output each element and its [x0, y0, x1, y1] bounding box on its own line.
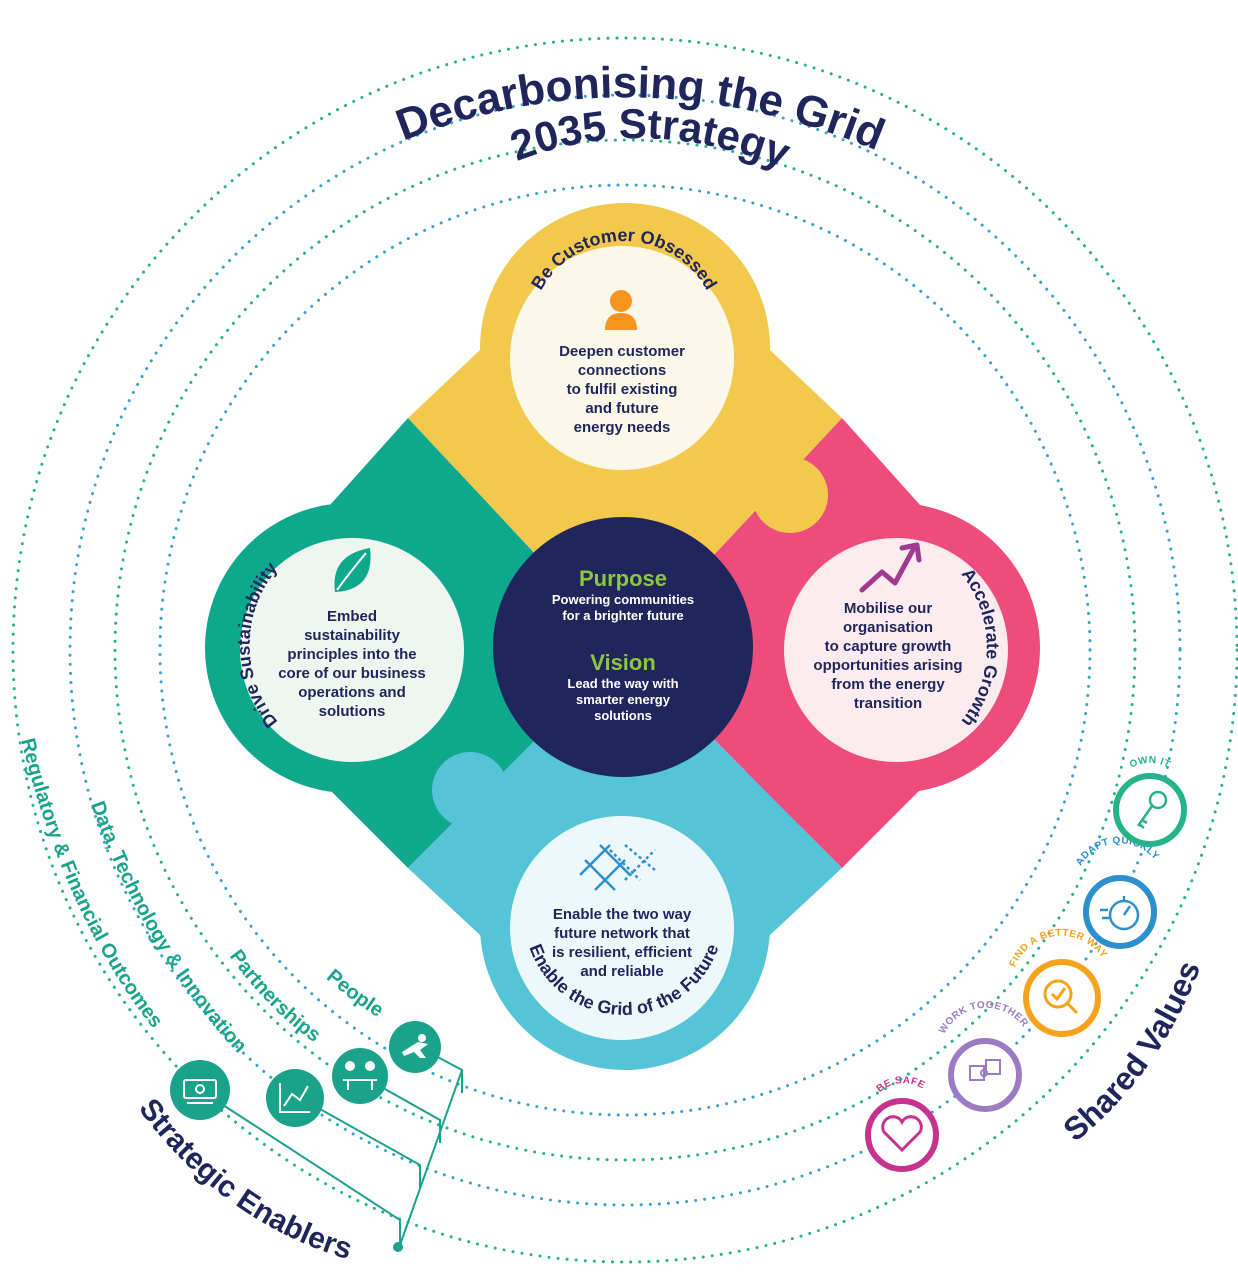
right-panel	[784, 538, 1008, 762]
person-icon	[605, 290, 637, 330]
value-find-better-way: FIND A BETTER WAY	[1008, 928, 1109, 1037]
enabler-regulatory-label: Regulatory & Financial Outcomes	[16, 736, 167, 1032]
purpose-line-1: Powering communities	[552, 592, 694, 607]
dotted-rings	[11, 36, 1238, 1264]
center-circle	[493, 517, 753, 777]
top-panel	[510, 246, 734, 470]
pillar-top-line: energy needs	[574, 419, 671, 436]
purpose-line-2: for a brighter future	[562, 608, 683, 623]
meeting-icon	[343, 1061, 377, 1090]
pillar-top-line: Deepen customer	[559, 343, 685, 360]
bottom-panel	[510, 816, 734, 1040]
bottom-knob	[432, 752, 508, 828]
purpose-heading: Purpose	[579, 566, 667, 591]
ring-3	[113, 138, 1137, 1162]
pillar-right-line: from the energy	[831, 676, 945, 693]
top-knob	[752, 457, 828, 533]
pillar-left-line: core of our business	[278, 665, 426, 682]
pillar-left-line: Embed	[327, 608, 377, 625]
ring-4	[158, 183, 1092, 1117]
pillar-right-line: to capture growth	[825, 638, 952, 655]
puzzle-icon	[969, 1059, 1001, 1081]
value-work-together: WORK TOGETHER	[937, 1000, 1030, 1112]
pillar-bottom-line: is resilient, efficient	[552, 944, 692, 961]
pillar-bottom-line: future network that	[554, 925, 690, 942]
value-own-it: OWN IT	[1113, 755, 1187, 847]
pillar-top-line: and future	[585, 400, 658, 417]
enabler-connectors	[199, 1044, 463, 1252]
vision-heading: Vision	[590, 650, 656, 675]
vision-line-3: solutions	[594, 708, 652, 723]
shared-values: Shared Values BE SAFE WORK TOGETHER	[865, 755, 1207, 1172]
value-ring	[865, 1098, 939, 1172]
value-adapt-quickly: ADAPT QUICKLY	[1074, 835, 1161, 949]
enabler-circle	[332, 1048, 388, 1104]
superhero-icon	[402, 1034, 428, 1058]
pillar-bottom-text: Enable the two way future network that i…	[552, 906, 692, 980]
money-icon	[183, 1079, 217, 1104]
pillar-left-line: principles into the	[287, 646, 416, 663]
enabler-data-label: Data, Technology & Innovation	[86, 798, 251, 1057]
pillar-top-text: Deepen customer connections to fulfil ex…	[559, 343, 685, 436]
enabler-regulatory: Regulatory & Financial Outcomes	[16, 736, 230, 1120]
left-panel	[240, 538, 464, 762]
pillar-top-line: to fulfil existing	[567, 381, 678, 398]
pillar-right-text: Mobilise our organisation to capture gro…	[813, 600, 962, 712]
value-ring	[1083, 875, 1157, 949]
pillar-left-line: solutions	[319, 703, 386, 720]
pillar-top-line: connections	[578, 362, 666, 379]
value-ring	[1023, 959, 1101, 1037]
pillar-left-text: Embed sustainability principles into the…	[278, 608, 426, 720]
enabler-people-label: People	[322, 965, 387, 1021]
pillar-right-line: transition	[854, 695, 922, 712]
outer-ring	[11, 36, 1238, 1264]
stopwatch-icon	[1100, 896, 1140, 931]
enabler-circle	[266, 1069, 324, 1127]
pillar-left-line: operations and	[298, 684, 406, 701]
magnifier-check-icon	[1043, 979, 1079, 1015]
pillar-bottom-line: and reliable	[580, 963, 663, 980]
pillar-left-line: sustainability	[304, 627, 401, 644]
vision-line-1: Lead the way with	[567, 676, 678, 691]
heart-icon	[881, 1115, 923, 1153]
pillar-right-line: organisation	[843, 619, 933, 636]
grid-network-icon	[579, 844, 656, 891]
center-text: Purpose Powering communities for a brigh…	[552, 566, 694, 723]
value-work-together-label: WORK TOGETHER	[937, 1000, 1030, 1036]
pillar-right-line: opportunities arising	[813, 657, 962, 674]
key-icon	[1136, 790, 1168, 829]
value-be-safe-label: BE SAFE	[875, 1075, 927, 1095]
growth-arrow-icon	[859, 542, 922, 593]
value-own-it-label: OWN IT	[1128, 755, 1172, 771]
ring-2	[68, 93, 1182, 1207]
pillar-bottom-line: Enable the two way	[553, 906, 692, 923]
enabler-circle	[170, 1060, 230, 1120]
title: Decarbonising the Grid 2035 Strategy	[390, 58, 892, 176]
pillar-right-line: Mobilise our	[844, 600, 933, 617]
value-be-safe: BE SAFE	[865, 1075, 939, 1172]
chart-icon	[279, 1083, 310, 1113]
leaf-icon	[334, 548, 371, 592]
vision-line-2: smarter energy	[576, 692, 671, 707]
